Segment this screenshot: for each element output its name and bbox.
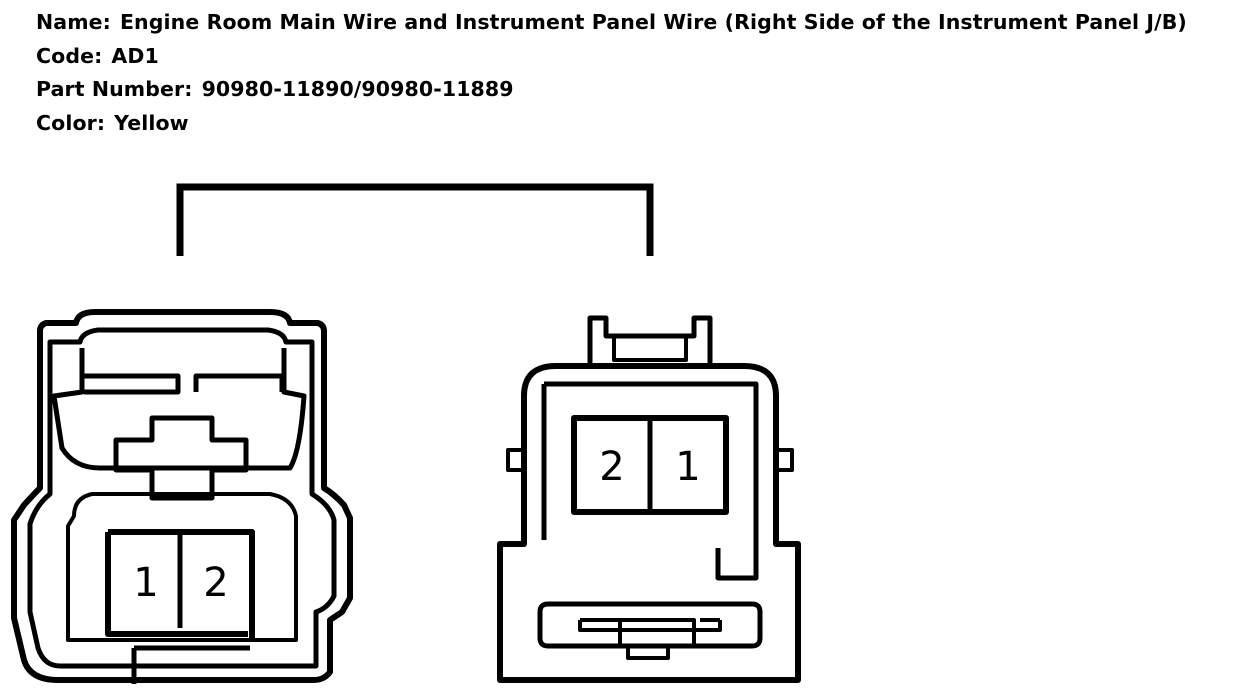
male-pin-frame [571, 415, 729, 515]
male-bottom-key [618, 618, 696, 660]
female-lock-lever [51, 348, 307, 471]
mating-bracket [176, 183, 654, 256]
color-value: Yellow [114, 110, 189, 135]
female-pin-2-label: 2 [203, 560, 228, 606]
part-number-label: Part Number: [36, 77, 193, 101]
name-value: Engine Room Main Wire and Instrument Pan… [119, 10, 1187, 34]
color-label: Color: [36, 110, 106, 135]
connector-info: Name: Engine Room Main Wire and Instrumen… [36, 6, 1241, 140]
part-number-line: Part Number: 90980-11890/90980-11889 [36, 73, 1241, 107]
male-pin-1-label: 1 [675, 444, 700, 490]
male-housing-outline [497, 363, 801, 683]
male-lower-shroud [537, 601, 763, 649]
male-pin-2-label: 2 [599, 444, 624, 490]
female-latch-block [113, 415, 249, 501]
female-connector [11, 309, 353, 684]
male-top-latch [587, 315, 713, 368]
female-pin-1-label: 1 [133, 560, 158, 606]
female-housing-outline [11, 309, 353, 683]
female-pin-frame [105, 529, 255, 640]
color-line: Color: Yellow [36, 107, 1241, 141]
code-label: Code: [36, 43, 103, 68]
male-lower-shroud-inner [578, 618, 722, 632]
part-number-value: 90980-11890/90980-11889 [201, 77, 514, 101]
female-body-contour [66, 492, 298, 642]
male-housing-inner [541, 381, 759, 581]
male-side-tab-left [506, 448, 524, 472]
male-side-tab-right [776, 448, 794, 472]
female-lock-tab-right [193, 373, 285, 392]
male-top-latch-inner [612, 336, 688, 362]
female-lock-tab-left [84, 373, 181, 395]
female-bottom-key [131, 645, 250, 684]
name-line: Name: Engine Room Main Wire and Instrumen… [36, 6, 1241, 40]
code-value: AD1 [111, 43, 159, 68]
code-line: Code: AD1 [36, 40, 1241, 74]
name-label: Name: [36, 10, 111, 34]
female-housing-inner [27, 327, 337, 669]
male-connector [497, 315, 801, 683]
